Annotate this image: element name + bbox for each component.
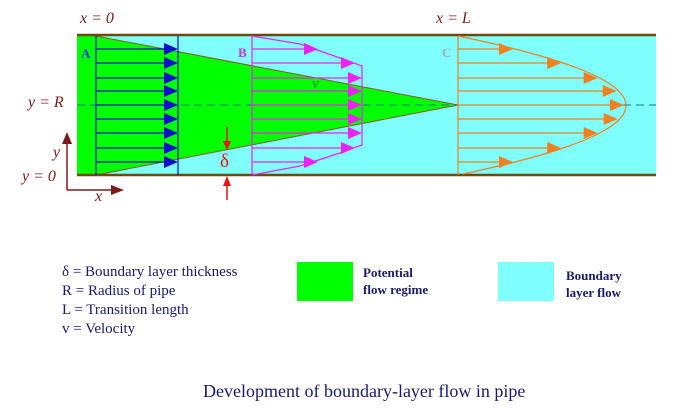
delta-arrow-top-head [223, 141, 231, 150]
profile-c-arrowhead [498, 156, 513, 168]
legend-label-potential: Potential flow regime [363, 265, 429, 297]
profile-c-arrowhead [498, 43, 513, 55]
velocity-label: v [312, 76, 319, 92]
profile-b-arrowhead [304, 156, 318, 168]
profile-a-arrowhead [164, 142, 178, 154]
definition-length: L = Transition length [62, 302, 189, 318]
legend-swatch-boundary [498, 262, 554, 301]
profile-c-arrowhead [602, 85, 617, 97]
profile-a-arrowhead [164, 156, 178, 168]
section-b-label: B [238, 45, 247, 60]
profile-a-arrowhead [164, 127, 178, 139]
diagram-caption: Development of boundary-layer flow in pi… [203, 381, 526, 401]
profile-b-arrowhead [348, 113, 362, 125]
legend-swatch-potential [297, 262, 353, 301]
profile-a-arrowhead [164, 113, 178, 125]
section-c-label: C [442, 45, 452, 60]
definition-delta: δ = Boundary layer thickness [62, 264, 238, 280]
label-y-equals-R: y = R [28, 94, 64, 111]
definitions-list: δ = Boundary layer thickness R = Radius … [62, 263, 238, 339]
profile-b-arrowhead [304, 43, 318, 55]
x-axis-label: x [95, 188, 103, 205]
legend-label-boundary: Boundary layer flow [566, 268, 622, 300]
profile-c-arrowhead [547, 142, 562, 154]
definition-radius: R = Radius of pipe [62, 283, 176, 299]
profile-b-arrowhead [348, 85, 362, 97]
profile-c-arrowhead [583, 72, 598, 84]
section-a-label: A [81, 46, 91, 61]
label-x-equals-L: x = L [436, 10, 471, 27]
profile-b-arrowhead [341, 57, 355, 69]
label-x-equals-0: x = 0 [80, 10, 114, 27]
definition-velocity: v = Velocity [62, 321, 136, 337]
velocity-profile-a [95, 36, 179, 175]
velocity-profile-b [251, 35, 363, 176]
profile-a-arrowhead [164, 72, 178, 84]
velocity-profile-c [457, 35, 627, 175]
label-y-equals-0: y = 0 [22, 168, 56, 185]
delta-label: δ [220, 151, 229, 172]
profile-a-arrowhead [164, 57, 178, 69]
profile-a-arrowhead [164, 99, 178, 111]
y-axis-label: y [53, 144, 61, 161]
delta-arrow-bottom-head [223, 176, 231, 186]
profile-b-arrowhead [341, 142, 355, 154]
profile-a-arrowhead [164, 85, 178, 97]
y-axis-arrowhead [62, 132, 72, 144]
inlet-potential-block [77, 36, 96, 175]
profile-c-arrowhead [609, 99, 624, 111]
profile-c-arrowhead [547, 57, 562, 69]
x-axis-arrowhead [111, 185, 124, 195]
profile-c-arrowhead [603, 113, 618, 125]
profile-a-arrowhead [164, 43, 178, 55]
profile-b-arrowhead [348, 127, 362, 139]
profile-b-arrowhead [348, 99, 362, 111]
profile-c-arrowhead [583, 127, 598, 139]
profile-b-arrowhead [348, 72, 362, 84]
